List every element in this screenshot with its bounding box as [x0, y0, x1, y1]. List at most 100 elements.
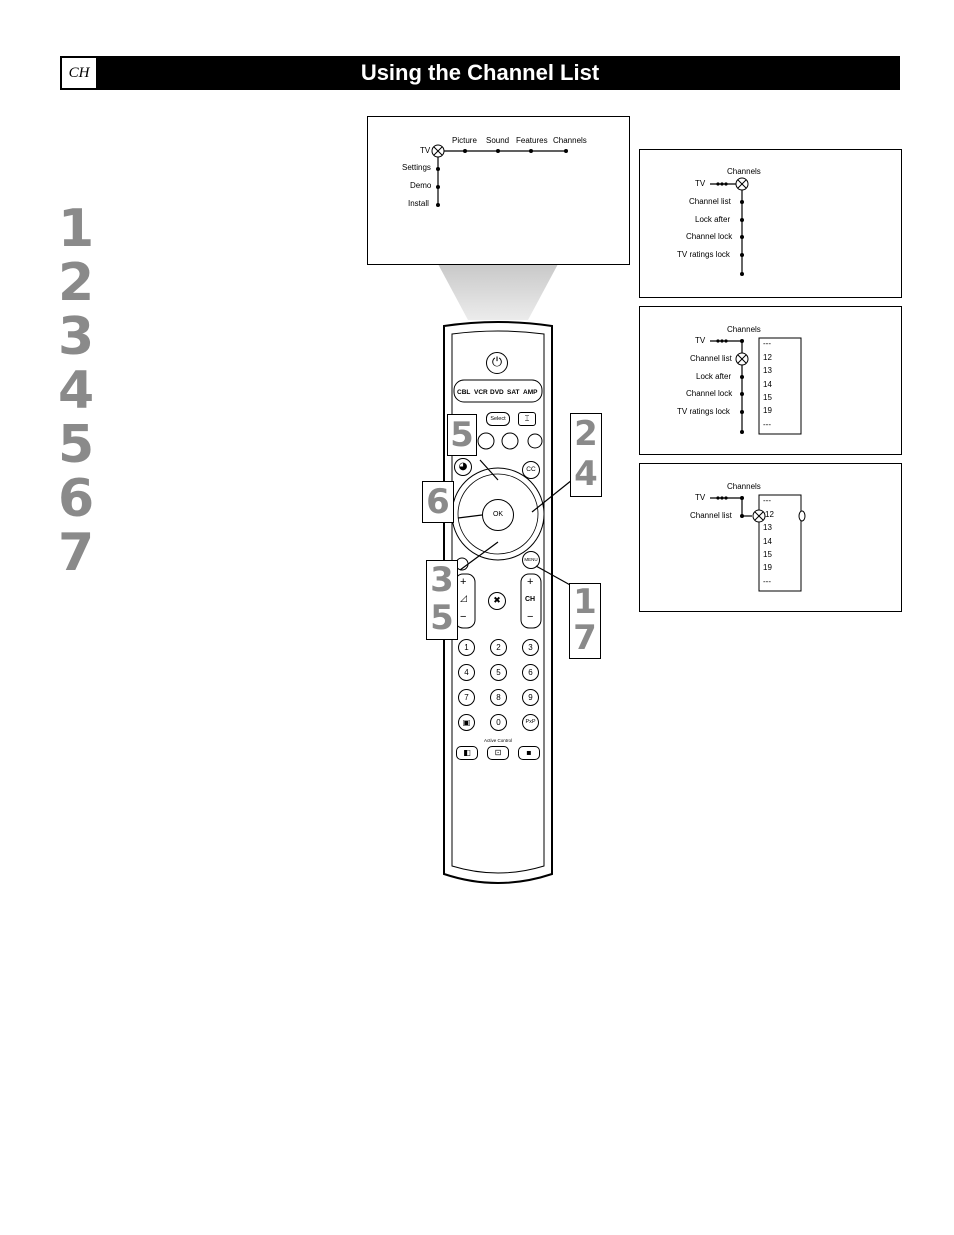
channel-list-entry-selected: 12 — [765, 510, 774, 519]
step-number: 3 — [58, 307, 94, 367]
page-title: Using the Channel List — [360, 60, 600, 85]
channel-list-entry: --- — [763, 339, 771, 348]
menu-root-label: TV — [695, 336, 706, 345]
menu-item-channels: Channels — [553, 136, 587, 145]
callout-step-5: 5 — [447, 414, 477, 456]
surf-button[interactable]: ▪ — [518, 746, 540, 760]
split-screen-icon: ◧ — [463, 748, 471, 757]
source-button-dvd[interactable]: DVD — [490, 389, 504, 396]
channel-list-entry: --- — [763, 420, 771, 429]
volume-icon: ◿ — [460, 594, 467, 604]
freeze-button[interactable]: ⊡ — [487, 746, 509, 760]
pause-icon: ⌶ — [524, 414, 530, 423]
menu-item-tv-ratings-lock: TV ratings lock — [677, 407, 730, 416]
source-button-amp[interactable]: AMP — [523, 389, 538, 396]
menu-item-channel-lock: Channel lock — [686, 389, 733, 398]
volume-up-button[interactable]: + — [460, 576, 467, 588]
frame-icon: ⊡ — [494, 748, 502, 757]
select-button[interactable]: Select — [486, 412, 510, 426]
number-button-1[interactable]: 1 — [458, 639, 475, 656]
menu-item-channel-list: Channel list — [689, 197, 731, 206]
section-tag: CH — [61, 57, 97, 89]
channel-selected-screen: Channels TV Channel list --- 12 13 14 15… — [639, 463, 902, 612]
active-control-label: Active Control — [484, 738, 513, 743]
step-number: 2 — [58, 253, 94, 313]
callout-steps-3-5: 3 5 — [426, 560, 458, 640]
format-button[interactable]: ◧ — [456, 746, 478, 760]
channel-list-entry: 14 — [763, 537, 772, 546]
number-button-8[interactable]: 8 — [490, 689, 507, 706]
channel-list-entry: --- — [763, 496, 771, 505]
menu-item-sound: Sound — [486, 136, 510, 145]
info-button[interactable]: ▣ — [458, 714, 475, 731]
source-button-cbl[interactable]: CBL — [457, 389, 471, 396]
step-number: 6 — [58, 469, 94, 529]
menu-root-label: TV — [695, 493, 706, 502]
submenu-header: Channels — [727, 325, 761, 334]
channel-up-button[interactable]: + — [527, 576, 534, 588]
channel-list-entry: 15 — [763, 393, 772, 402]
menu-tree-lines — [710, 337, 802, 435]
callout-number: 7 — [573, 618, 597, 658]
menu-root-label: TV — [695, 179, 706, 188]
channel-list-entry: 19 — [763, 563, 772, 572]
menu-item-features: Features — [516, 136, 548, 145]
mute-icon: ✖ — [493, 596, 501, 606]
swirl-icon: ◕ — [458, 461, 468, 472]
active-control-button[interactable]: ◕ — [454, 458, 472, 476]
menu-tree-lines — [710, 177, 749, 276]
menu-tree-lines — [710, 494, 806, 592]
callout-number: 3 — [430, 560, 454, 600]
channels-menu-screen: Channels TV Channel list Lock after Chan… — [639, 149, 902, 298]
number-button-6[interactable]: 6 — [522, 664, 539, 681]
menu-tree-lines — [431, 144, 568, 207]
callout-lines — [457, 459, 573, 587]
callout-number: 5 — [430, 598, 454, 638]
number-button-2[interactable]: 2 — [490, 639, 507, 656]
channel-list-entry: 12 — [763, 353, 772, 362]
channel-list-entry: --- — [763, 577, 771, 586]
submenu-header: Channels — [727, 167, 761, 176]
number-button-4[interactable]: 4 — [458, 664, 475, 681]
channel-list-entry: 13 — [763, 366, 772, 375]
menu-item-demo: Demo — [410, 181, 432, 190]
menu-item-channel-list: Channel list — [690, 354, 732, 363]
number-button-3[interactable]: 3 — [522, 639, 539, 656]
menu-item-channel-lock: Channel lock — [686, 232, 733, 241]
menu-item-lock-after: Lock after — [695, 215, 731, 224]
menu-item-lock-after: Lock after — [696, 372, 732, 381]
channel-list-entry: 15 — [763, 550, 772, 559]
power-button[interactable]: ⏻ — [486, 352, 508, 374]
main-menu-screen: TV Picture Sound Features Channels Setti… — [367, 116, 630, 265]
header-bar — [60, 56, 900, 90]
number-button-5[interactable]: 5 — [490, 664, 507, 681]
callout-steps-2-4: 2 4 — [570, 413, 602, 497]
number-button-0[interactable]: 0 — [490, 714, 507, 731]
menu-root-label: TV — [420, 146, 431, 155]
step-number: 4 — [58, 361, 94, 421]
channel-list-screen: Channels TV Channel list Lock after Chan… — [639, 306, 902, 455]
callout-number: 4 — [574, 454, 598, 494]
volume-down-button[interactable]: − — [460, 611, 467, 623]
surf-icon: ▪ — [526, 748, 532, 757]
source-button-sat[interactable]: SAT — [507, 389, 520, 396]
power-icon: ⏻ — [491, 355, 503, 370]
source-button-vcr[interactable]: VCR — [474, 389, 488, 396]
channel-down-button[interactable]: − — [527, 611, 534, 623]
menu-item-install: Install — [408, 199, 429, 208]
mute-button[interactable]: ✖ — [488, 592, 506, 610]
remote-beam — [438, 264, 558, 320]
pause-button[interactable]: ⌶ — [518, 412, 536, 426]
step-number: 7 — [58, 523, 94, 583]
cc-button[interactable]: CC — [522, 461, 540, 479]
number-button-7[interactable]: 7 — [458, 689, 475, 706]
menu-item-channel-list: Channel list — [690, 511, 732, 520]
remote-control: ⏻ CBL VCR DVD SAT AMP Select ⌶ ◕ CC OK M… — [440, 318, 556, 888]
channel-list-entry: 13 — [763, 523, 772, 532]
step-number: 5 — [58, 415, 94, 475]
number-button-9[interactable]: 9 — [522, 689, 539, 706]
pip-button[interactable]: PxP — [522, 714, 539, 731]
ok-button[interactable]: OK — [482, 499, 514, 531]
menu-button[interactable]: MENU — [522, 551, 540, 569]
callout-step-6: 6 — [422, 481, 454, 523]
